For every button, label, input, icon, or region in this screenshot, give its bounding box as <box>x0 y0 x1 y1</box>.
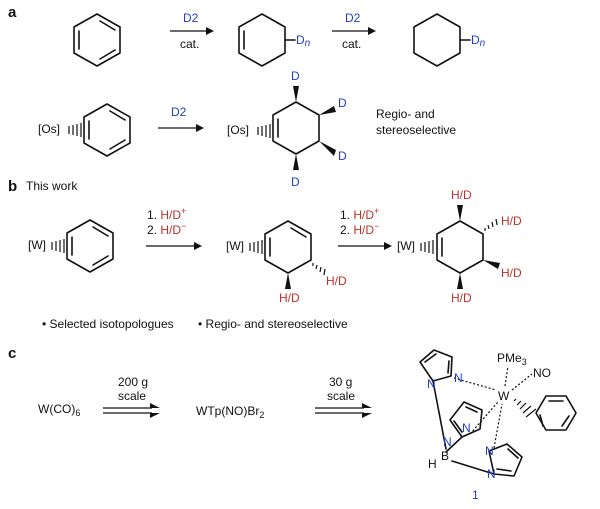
w-label-2: [W] <box>226 239 244 253</box>
w-label-1: [W] <box>28 238 46 252</box>
start-material: W(CO)6 <box>38 402 80 418</box>
arrow-a2 <box>332 27 376 35</box>
n-label-6: N <box>487 467 496 481</box>
n-label-1: N <box>427 377 436 391</box>
hd-label-b6: H/D <box>451 291 472 305</box>
panel-b-title: This work <box>26 179 78 193</box>
os-label-2: [Os] <box>227 123 249 137</box>
benzene-os <box>83 103 131 157</box>
no-label: NO <box>533 366 551 380</box>
os-hash-bond-1 <box>68 123 82 137</box>
cyclohexene-b <box>436 205 500 289</box>
arrow-c1 <box>103 403 160 418</box>
b-atom-label: B <box>441 449 449 463</box>
compound-number: 1 <box>472 488 479 502</box>
selectivity-a-line2: stereoselective <box>376 123 456 137</box>
n-label-2: N <box>454 371 463 385</box>
bullet-selectivity: • Regio- and stereoselective <box>198 317 348 331</box>
pme3-label: PMe3 <box>497 351 527 367</box>
w-hash-bond-2 <box>249 240 263 254</box>
d-label-4: D <box>291 175 300 189</box>
arrow-a3-reagent: D2 <box>171 105 187 119</box>
arrow-c1-line1: 200 g <box>118 375 148 389</box>
arrow-a2-reagent: D2 <box>345 11 361 25</box>
arrow-a1 <box>170 27 214 35</box>
hd-label-b1: H/D <box>279 291 300 305</box>
cyclohexene-os <box>272 86 336 170</box>
step1-reagent-1: 1. H/D+ <box>147 206 186 222</box>
panel-label-a: a <box>8 4 17 21</box>
n-label-5: N <box>485 444 494 458</box>
arrow-b1 <box>146 242 202 250</box>
h-atom-label: H <box>428 457 437 471</box>
d-label-1: D <box>291 69 300 83</box>
panel-label-c: c <box>8 345 16 362</box>
hd-label-b4: H/D <box>501 214 522 228</box>
w-hash-bond-1 <box>51 239 65 253</box>
step1-reagent-2: 2. H/D− <box>147 221 186 237</box>
arrow-c1-line2: scale <box>118 389 146 403</box>
w-atom-label: W <box>498 389 510 403</box>
benzene-w <box>66 219 114 273</box>
bullet-isotopologues: • Selected isotopologues <box>42 317 174 331</box>
d-label-2: D <box>338 96 347 110</box>
cyclohexane-a <box>413 13 471 67</box>
arrow-b2 <box>338 242 392 250</box>
hd-label-b5: H/D <box>501 266 522 280</box>
selectivity-a-line1: Regio- and <box>376 107 435 121</box>
intermediate: WTp(NO)Br2 <box>196 404 264 420</box>
w-label-3: [W] <box>397 239 415 253</box>
complex-1 <box>419 349 577 477</box>
hd-label-b3: H/D <box>451 188 472 202</box>
step2-reagent-2: 2. H/D− <box>340 221 379 237</box>
arrow-c2 <box>315 403 372 418</box>
n-label-3: N <box>462 421 471 435</box>
arrow-a3 <box>158 124 204 132</box>
os-label-1: [Os] <box>38 122 60 136</box>
w-hash-bond-3 <box>420 240 434 254</box>
arrow-a1-reagent: D2 <box>183 11 199 25</box>
arrow-a2-catalyst: cat. <box>342 37 361 51</box>
dn-label-2: Dn <box>471 33 486 49</box>
n-label-4: N <box>443 435 452 449</box>
d-label-3: D <box>338 149 347 163</box>
arrow-c2-line2: scale <box>327 389 355 403</box>
os-hash-bond-2 <box>257 124 271 138</box>
arrow-a1-catalyst: cat. <box>180 37 199 51</box>
cyclohexene-a <box>238 13 296 67</box>
cyclohexadiene-b <box>264 220 326 289</box>
benzene-a <box>73 13 121 67</box>
hd-label-b2: H/D <box>326 274 347 288</box>
dn-label-1: Dn <box>296 33 311 49</box>
step2-reagent-1: 1. H/D+ <box>340 206 379 222</box>
arrow-c2-line1: 30 g <box>329 375 352 389</box>
panel-label-b: b <box>8 178 17 195</box>
